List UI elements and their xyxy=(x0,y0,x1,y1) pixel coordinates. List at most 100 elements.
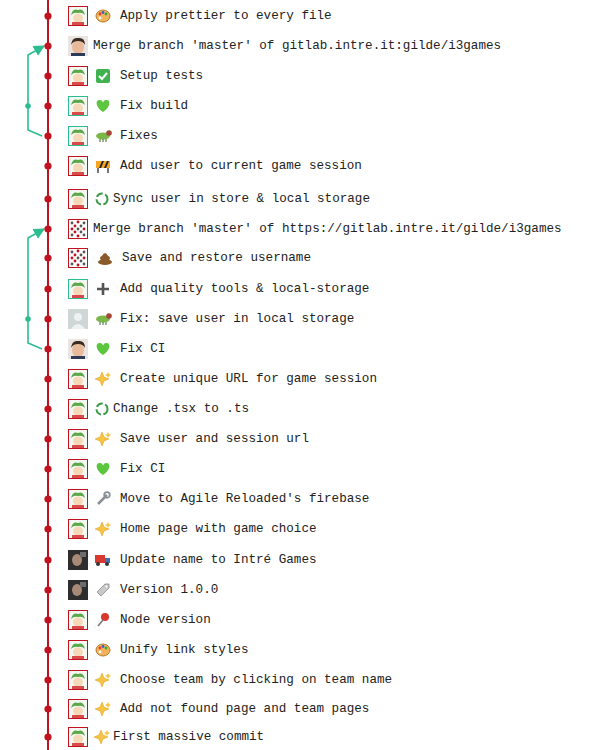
gitmoji-icon xyxy=(96,313,112,325)
commit-message: Home page with game choice xyxy=(120,519,317,539)
gitmoji-icon xyxy=(96,644,110,656)
parent-link xyxy=(47,419,49,429)
avatar-frame xyxy=(69,641,88,660)
avatar-pixel xyxy=(77,264,80,267)
pin-needle xyxy=(98,620,103,626)
commit-dot xyxy=(44,495,51,502)
gitmoji-icon xyxy=(97,404,108,415)
avatar-face xyxy=(73,467,83,476)
avatar-pixel xyxy=(77,235,80,238)
commit-row: Fix CI xyxy=(42,459,589,479)
author-avatar xyxy=(69,370,88,389)
commit-row: Merge branch 'master' of https://gitlab.… xyxy=(42,219,589,239)
bug-leg xyxy=(100,322,101,325)
paint-dot xyxy=(102,11,105,14)
avatar-frame xyxy=(69,520,88,539)
avatar-pixel xyxy=(74,254,77,257)
avatar-hair xyxy=(71,341,85,348)
author-avatar xyxy=(69,641,88,660)
commit-dot xyxy=(44,556,51,563)
author-avatar xyxy=(69,7,88,26)
avatar-frame xyxy=(69,430,88,449)
avatar-pixel xyxy=(74,260,77,263)
sparkle xyxy=(105,702,111,708)
gitmoji-icon xyxy=(97,100,110,112)
gitmoji-icon xyxy=(95,432,111,446)
commit-dot xyxy=(44,12,51,19)
commit-row: Home page with game choice xyxy=(42,519,589,539)
avatar-face xyxy=(72,343,84,357)
parent-link xyxy=(47,479,49,489)
avatar-face xyxy=(73,527,83,536)
avatar-frame xyxy=(69,97,88,116)
avatar-hair xyxy=(71,38,85,45)
avatar-pixel xyxy=(71,251,74,254)
avatar-face xyxy=(73,74,83,83)
gitmoji-icon xyxy=(98,613,109,626)
avatar-pixel xyxy=(71,228,74,231)
commit-message: Merge branch 'master' of gitlab.intre.it… xyxy=(93,36,501,56)
avatar-pixel xyxy=(83,228,86,231)
heart xyxy=(97,100,110,112)
avatar-pixel xyxy=(77,250,80,253)
avatar-pixel xyxy=(83,257,86,260)
avatar-face xyxy=(73,287,83,296)
gitmoji-icon xyxy=(96,130,112,142)
commit-dot xyxy=(44,375,51,382)
avatar-head xyxy=(74,313,82,321)
avatar-face xyxy=(73,164,83,173)
avatar-face xyxy=(73,618,83,627)
avatar-background xyxy=(80,582,86,587)
gitmoji-icon xyxy=(97,463,110,475)
check-mark xyxy=(99,73,107,79)
parent-link xyxy=(47,329,49,339)
commit-row: First massive commit xyxy=(42,727,589,747)
avatar-frame xyxy=(68,580,88,600)
merge-link xyxy=(28,46,44,136)
commit-message: Fix CI xyxy=(120,459,165,479)
author-avatar xyxy=(68,580,88,600)
avatar-frame xyxy=(68,339,88,359)
avatar-pixel xyxy=(80,231,83,234)
heart xyxy=(97,343,110,355)
avatar-face xyxy=(73,437,83,446)
commit-message: First massive commit xyxy=(113,727,264,747)
commit-message: Create unique URL for game session xyxy=(120,369,377,389)
commit-message: Choose team by clicking on team name xyxy=(120,670,392,690)
wrench-head xyxy=(104,492,110,498)
avatar-shirt xyxy=(72,475,84,478)
truck-wheel xyxy=(96,562,100,566)
author-avatar xyxy=(69,67,88,86)
commit-row: Add not found page and team pages xyxy=(42,699,589,719)
commit-dot xyxy=(44,72,51,79)
barrier-leg xyxy=(97,168,99,173)
gitmoji-icon xyxy=(97,194,108,205)
sparkle xyxy=(104,730,110,736)
commit-message: Fixes xyxy=(120,126,158,146)
parent-link xyxy=(47,56,49,66)
avatar-frame xyxy=(69,190,88,209)
palette xyxy=(96,644,110,656)
parent-link xyxy=(47,630,49,640)
gitmoji-icon xyxy=(96,161,110,173)
author-avatar xyxy=(69,220,88,239)
merge-link xyxy=(28,229,44,349)
avatar-face xyxy=(73,497,83,506)
commit-row: Merge branch 'master' of gitlab.intre.it… xyxy=(42,36,589,56)
parent-link xyxy=(47,268,49,279)
tag-hole xyxy=(106,586,108,588)
commit-message: Move to Agile Reloaded's firebase xyxy=(120,489,369,509)
parent-link xyxy=(47,86,49,96)
avatar-frame xyxy=(69,370,88,389)
avatar-shirt xyxy=(72,505,84,508)
gitmoji-icon xyxy=(95,555,110,566)
gitmoji-icon xyxy=(95,372,111,386)
avatar-pixel xyxy=(71,234,74,237)
commit-message: Add quality tools & local-storage xyxy=(120,279,369,299)
commit-row: Fix: save user in local storage xyxy=(42,309,589,329)
commit-row: Node version xyxy=(42,610,589,630)
branch-commit-dot xyxy=(25,103,31,109)
avatar-shirt xyxy=(72,82,84,85)
sparkle xyxy=(105,522,111,528)
